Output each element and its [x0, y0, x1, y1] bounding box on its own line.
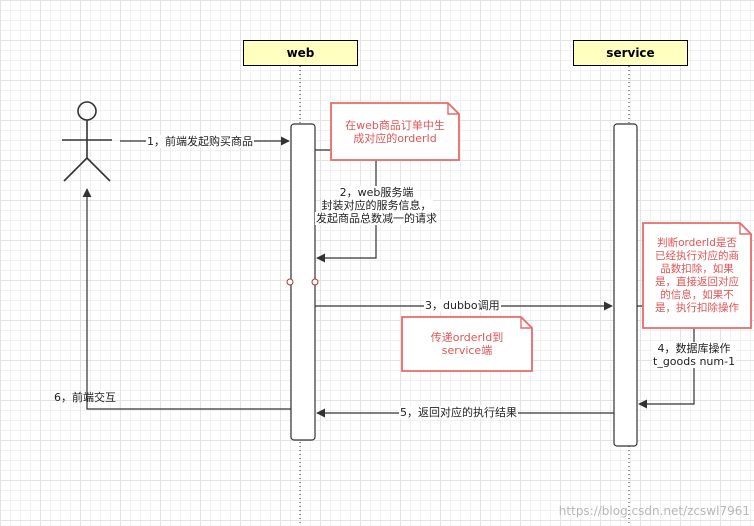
note-3-line-2: 已经执行对应的商 [655, 249, 739, 262]
web-activation-bar[interactable] [290, 123, 316, 441]
note-3-shape[interactable] [642, 222, 752, 329]
message-6-arrow[interactable] [82, 188, 291, 410]
junction-dot-right [311, 278, 319, 286]
service-lifeline-head[interactable]: service [573, 40, 688, 66]
service-activation-bar[interactable] [613, 123, 638, 447]
note-2-line-2: service端 [441, 344, 493, 357]
message-1-label: 1，前端发起购买商品 [146, 135, 254, 148]
message-4-line-1: 4，数据库操作 [652, 342, 737, 355]
message-4-line-2: t_goods num-1 [652, 355, 737, 368]
web-lifeline-head[interactable]: web [243, 40, 358, 66]
note-1-text: 在web商品订单中生 成对应的orderId [331, 103, 459, 160]
note-2-line-1: 传递orderId到 [430, 331, 504, 344]
note-3-line-1: 判断orderId是否 [657, 236, 737, 249]
note-3-line-4: 是，直接返回对应 [655, 275, 739, 288]
note-3-text: 判断orderId是否 已经执行对应的商 品数扣除，如果 是，直接返回对应 的信… [643, 223, 751, 328]
message-4-label: 4，数据库操作 t_goods num-1 [652, 342, 737, 368]
note-2-text: 传递orderId到 service端 [402, 317, 532, 371]
message-6-label: 6，前端交互 [54, 391, 116, 404]
message-2-line-1: 2，web服务端 [338, 186, 415, 199]
message-2-line-2: 封装对应的服务信息， [320, 199, 433, 212]
message-2-label: 2，web服务端 封装对应的服务信息， 发起商品总数减一的请求 [304, 186, 449, 225]
note-1-line-1: 在web商品订单中生 [345, 118, 445, 132]
note-3-line-5: 的信息，如果不 [660, 288, 734, 301]
note-1-line-2: 成对应的orderId [353, 131, 437, 145]
user-actor-icon[interactable] [62, 101, 112, 182]
message-3-label: 3，dubbo调用 [424, 299, 501, 312]
note-1-shape[interactable] [330, 102, 460, 161]
message-2-line-3: 发起商品总数减一的请求 [315, 212, 438, 225]
message-5-label: 5，返回对应的执行结果 [399, 406, 518, 419]
junction-dot-left [286, 278, 294, 286]
note-3-line-3: 品数扣除，如果 [660, 262, 734, 275]
note-3-line-6: 是，执行扣除操作 [655, 301, 739, 314]
watermark-text: https://blog.csdn.net/zcswl7961 [558, 504, 750, 518]
note-2-shape[interactable] [401, 316, 533, 372]
